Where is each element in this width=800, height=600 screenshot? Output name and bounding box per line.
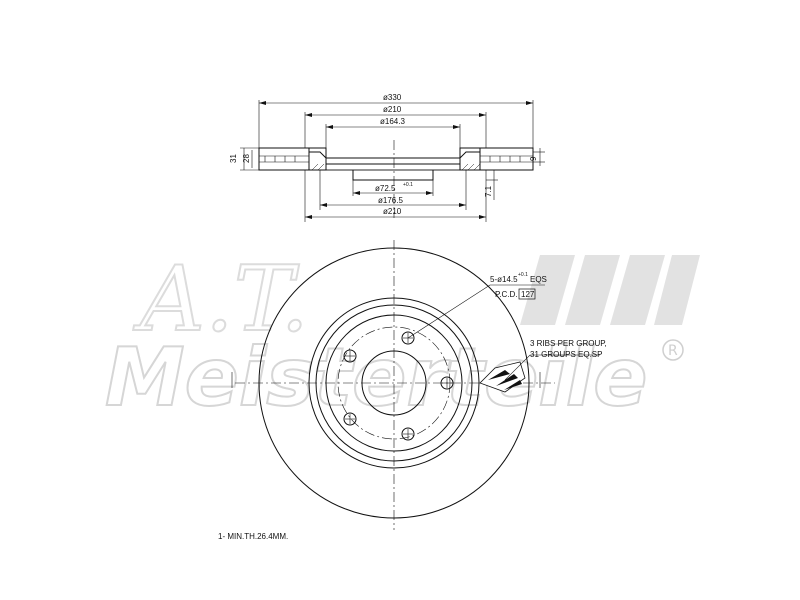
hat-outer [315,304,473,462]
pcd-value: 127 [521,290,535,299]
dim-d330: ø330 [383,93,402,102]
pcd-box [518,288,536,300]
dim-t31: 31 [229,154,238,163]
section-view: ø330 ø210 ø164.3 [229,93,545,222]
bolt-holes [343,331,454,441]
dim-d72: ø72.5 [375,184,396,193]
bolt-hole [343,349,357,363]
registered-mark-letter: R [668,343,678,359]
dim-t71: 7.1 [484,185,493,197]
dim-t28: 28 [242,154,251,163]
dim-d164: ø164.3 [380,117,405,126]
center-bore [361,350,427,416]
bolt-hole [440,376,454,390]
dim-t9: 9 [529,156,538,161]
friction-ring-inner [308,297,480,469]
hat-flange [325,314,463,452]
registered-mark-icon [662,339,684,361]
min-thickness-note: 1- MIN.TH.26.4MM. [218,532,288,541]
outer-disc-edge [258,247,530,519]
watermark-script: A.T. [133,247,309,352]
disc-section [258,140,534,218]
rib-detail [479,361,526,393]
dim-d72-tol: +0.1 [403,182,413,188]
watermark-stripes [520,255,700,325]
dim-d210-bottom: ø210 [383,207,402,216]
hole-note: 5-ø14.5 [490,275,518,284]
bolt-hole [343,412,357,426]
ribs-note-line1: 3 RIBS PER GROUP, [530,339,607,348]
front-view: 5-ø14.5 +0.1 EQS P.C.D. 127 3 RIBS PER G… [231,240,607,530]
pcd-label: P.C.D. [495,290,518,299]
dim-d210-top: ø210 [383,105,402,114]
hole-note-suffix: EQS [530,275,547,284]
watermark: A.T. Meisterteile R [104,246,700,425]
hole-note-tolerance: +0.1 [518,272,528,278]
ribs-note-line2: 31 GROUPS EQ.SP [530,350,602,359]
bolt-hole [401,427,415,441]
dim-d176: ø176.5 [378,196,403,205]
bolt-hole [401,331,415,345]
